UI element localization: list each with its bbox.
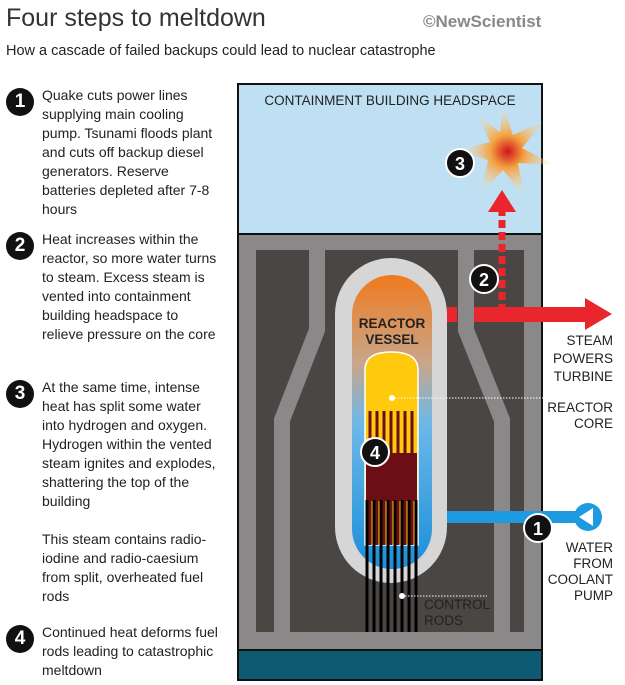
marker-2: 2	[469, 264, 499, 294]
subtitle: How a cascade of failed backups could le…	[6, 43, 436, 59]
water-label-2: FROM	[573, 556, 613, 571]
step-text: Quake cuts power lines supplying main co…	[42, 87, 213, 217]
step-text: Heat increases within the reactor, so mo…	[42, 231, 217, 342]
steam-label-2: POWERS	[553, 351, 613, 366]
right-wall	[458, 250, 510, 632]
steam-arrowhead	[585, 298, 612, 330]
vessel-label-2: VESSEL	[365, 332, 418, 347]
step-text: Continued heat deforms fuel rods leading…	[42, 624, 218, 678]
core-leader-dot	[389, 395, 395, 401]
marker-4: 4	[360, 437, 390, 467]
page-title: Four steps to meltdown	[6, 4, 266, 32]
step-badge: 2	[6, 232, 34, 260]
steam-pipe-stub	[447, 307, 457, 322]
vent-arrowhead	[488, 190, 516, 212]
rods-leader-dot	[399, 593, 405, 599]
step-badge: 4	[6, 625, 34, 653]
marker-3-label: 3	[455, 154, 465, 174]
foundation	[237, 649, 543, 681]
rods-label-2: RODS	[424, 613, 463, 628]
water-label-1: WATER	[566, 540, 613, 555]
steam-label-1: STEAM	[566, 333, 613, 348]
fuel-rods	[368, 411, 414, 545]
marker-3: 3	[445, 148, 475, 178]
water-label-4: PUMP	[574, 588, 613, 603]
marker-1-label: 1	[533, 519, 543, 539]
left-wall	[274, 250, 325, 632]
water-label-3: COOLANT	[548, 572, 613, 587]
explosion	[460, 105, 555, 198]
marker-2-label: 2	[479, 270, 489, 290]
pump-valve-icon	[579, 508, 593, 526]
vessel-label-1: REACTOR	[359, 316, 426, 331]
step-text: At the same time, intense heat has split…	[42, 379, 216, 509]
marker-4-label: 4	[370, 443, 380, 463]
marker-1: 1	[523, 513, 553, 543]
core-label-1: REACTOR	[547, 400, 613, 415]
radioactive-note: This steam contains radio-iodine and rad…	[42, 531, 207, 604]
core-label-2: CORE	[574, 416, 613, 431]
brand-logo: ©NewScientist	[423, 12, 542, 31]
control-rods	[365, 500, 418, 632]
headspace-label: CONTAINMENT BUILDING HEADSPACE	[264, 93, 515, 108]
rods-label-1: CONTROL	[424, 597, 490, 612]
steam-pipe	[474, 307, 589, 322]
step-badge: 1	[6, 88, 34, 116]
step-badge: 3	[6, 380, 34, 408]
steam-label-3: TURBINE	[554, 369, 613, 384]
coolant-pipe	[447, 511, 597, 523]
